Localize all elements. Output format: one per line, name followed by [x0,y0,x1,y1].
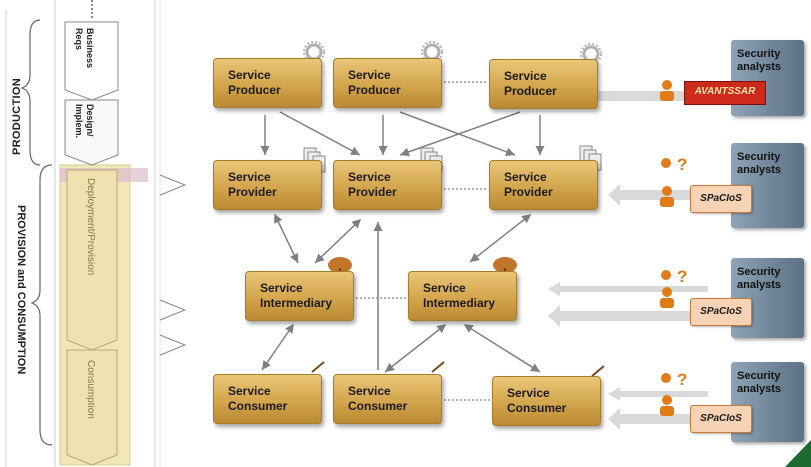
tree-icon [328,257,517,282]
service-consumer-label: Service Consumer [228,384,288,413]
service-intermediary-box[interactable]: Service Intermediary [408,271,517,321]
service-producer-label: Service Producer [348,68,401,97]
security-analysts-label: Security analysts [737,151,782,176]
service-intermediary-box[interactable]: Service Intermediary [245,271,354,321]
avantssar-label: AVANTSSAR [694,86,756,97]
service-provider-box[interactable]: Service Provider [333,160,442,210]
service-producer-box[interactable]: Service Producer [213,58,322,108]
phase-provision-label: PROVISION and CONSUMPTION [15,205,27,375]
dashed-connectors [352,81,492,401]
service-producer-label: Service Producer [504,69,557,98]
security-analysts-label: Security analysts [737,370,782,395]
phase-production-label: PRODUCTION [11,78,23,155]
spaclos-tool-box[interactable]: SPaCIoS [690,405,752,433]
spaclos-label: SPaCIoS [700,193,742,204]
question-icon: ? ? ? [677,155,687,389]
spaclos-tool-box[interactable]: SPaCIoS [690,298,752,326]
svg-text:?: ? [677,155,687,174]
left-guides [5,0,161,467]
analyst-arrows [548,85,708,430]
person-icon [660,80,674,416]
security-analysts-label: Security analysts [737,48,782,73]
stage-design-implem: Design/ Implem. [74,104,95,139]
stage-business-reqs: Business Reqs [74,28,95,69]
svg-text:?: ? [677,267,687,286]
spaclos-tool-box[interactable]: SPaCIoS [690,185,752,213]
stage-deployment: Deployment/Provision [85,178,96,276]
avantssar-tool-logo: AVANTSSAR [684,81,766,105]
service-consumer-box[interactable]: Service Consumer [492,376,601,426]
stage-shapes [59,21,187,466]
service-producer-box[interactable]: Service Producer [333,58,442,108]
service-arrows [260,111,545,373]
service-producer-label: Service Producer [228,68,281,97]
service-consumer-box[interactable]: Service Consumer [213,374,322,424]
service-consumer-label: Service Consumer [348,384,408,413]
person-question-icon [661,158,671,383]
service-provider-label: Service Provider [504,170,553,199]
service-provider-label: Service Provider [228,170,277,199]
tool-icon [311,361,605,377]
stage-consumption: Consumption [85,360,96,419]
service-provider-box[interactable]: Service Provider [213,160,322,210]
spaclos-label: SPaCIoS [700,306,742,317]
corner-decoration [785,440,811,467]
service-intermediary-label: Service Intermediary [260,281,333,310]
service-intermediary-label: Service Intermediary [423,281,496,310]
service-producer-box[interactable]: Service Producer [489,59,598,109]
spaclos-label: SPaCIoS [700,413,742,424]
service-provider-box[interactable]: Service Provider [489,160,598,210]
service-consumer-label: Service Consumer [507,386,567,415]
service-consumer-box[interactable]: Service Consumer [333,374,442,424]
security-analysts-label: Security analysts [737,266,782,291]
service-provider-label: Service Provider [348,170,397,199]
svg-text:?: ? [677,370,687,389]
gear-icon-teeth [303,41,602,65]
